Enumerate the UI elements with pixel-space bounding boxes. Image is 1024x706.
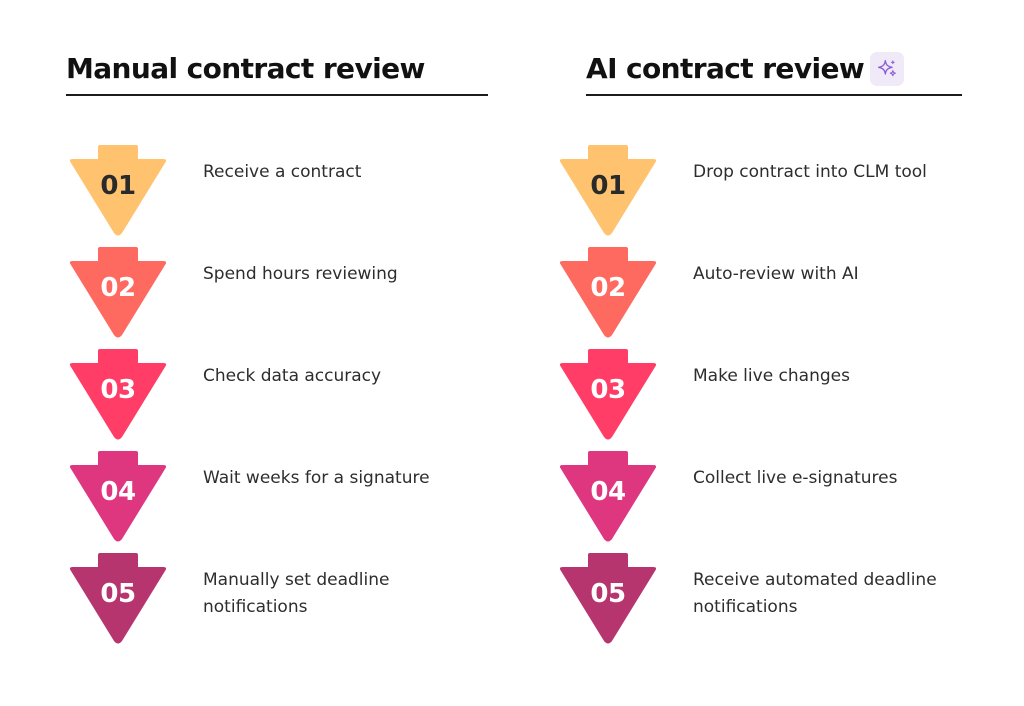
step-number: 02 xyxy=(590,273,626,303)
manual-review-title: Manual contract review xyxy=(66,52,425,85)
step-text: Make live changes xyxy=(693,366,850,386)
arrow-down-icon xyxy=(558,247,658,339)
arrow-down-icon xyxy=(68,553,168,645)
ai-review-header: AI contract review xyxy=(586,0,962,96)
step-number: 02 xyxy=(100,273,136,303)
ai-step-2: 02 Auto-review with AI xyxy=(559,247,962,343)
ai-step-3: 03 Make live changes xyxy=(559,349,962,445)
step-number: 04 xyxy=(100,477,136,507)
step-text: Check data accuracy xyxy=(203,366,382,386)
arrow-down-icon xyxy=(68,349,168,441)
sparkle-icon xyxy=(870,52,904,86)
arrow-down-icon xyxy=(558,451,658,543)
step-number: 04 xyxy=(590,477,626,507)
step-text: Collect live e-signatures xyxy=(693,468,898,488)
manual-review-header: Manual contract review xyxy=(66,0,488,96)
step-text: Spend hours reviewing xyxy=(203,264,398,284)
step-text: Receive automated deadline notifications xyxy=(693,570,937,617)
arrow-down-icon xyxy=(558,145,658,237)
step-number: 05 xyxy=(590,579,626,609)
arrow-down-icon xyxy=(68,145,168,237)
manual-step-4: 04 Wait weeks for a signature xyxy=(66,451,488,547)
step-number: 01 xyxy=(590,171,626,201)
arrow-down-icon xyxy=(68,247,168,339)
manual-step-1: 01 Receive a contract xyxy=(66,145,488,241)
ai-review-title: AI contract review xyxy=(586,52,865,85)
ai-step-1: 01 Drop contract into CLM tool xyxy=(559,145,962,241)
step-number: 05 xyxy=(100,579,136,609)
ai-review-divider xyxy=(586,94,962,96)
ai-review-column: AI contract review 01 Drop contract into… xyxy=(559,0,962,644)
manual-step-3: 03 Check data accuracy xyxy=(66,349,488,445)
manual-review-divider xyxy=(66,94,488,96)
step-text: Manually set deadline notifications xyxy=(203,570,390,617)
sparkle-icon-glyph xyxy=(878,60,896,77)
manual-step-5: 05 Manually set deadline notifications xyxy=(66,553,488,649)
arrow-down-icon xyxy=(558,349,658,441)
step-text: Drop contract into CLM tool xyxy=(693,162,927,182)
step-text: Auto-review with AI xyxy=(693,264,859,284)
manual-step-2: 02 Spend hours reviewing xyxy=(66,247,488,343)
step-text: Receive a contract xyxy=(203,162,362,182)
arrow-down-icon xyxy=(68,451,168,543)
ai-step-5: 05 Receive automated deadline notificati… xyxy=(559,553,962,649)
ai-step-4: 04 Collect live e-signatures xyxy=(559,451,962,547)
step-number: 03 xyxy=(590,375,626,405)
step-number: 03 xyxy=(100,375,136,405)
step-number: 01 xyxy=(100,171,136,201)
step-text: Wait weeks for a signature xyxy=(203,468,430,488)
arrow-down-icon xyxy=(558,553,658,645)
manual-review-column: Manual contract review 01 Receive a cont… xyxy=(66,0,488,644)
